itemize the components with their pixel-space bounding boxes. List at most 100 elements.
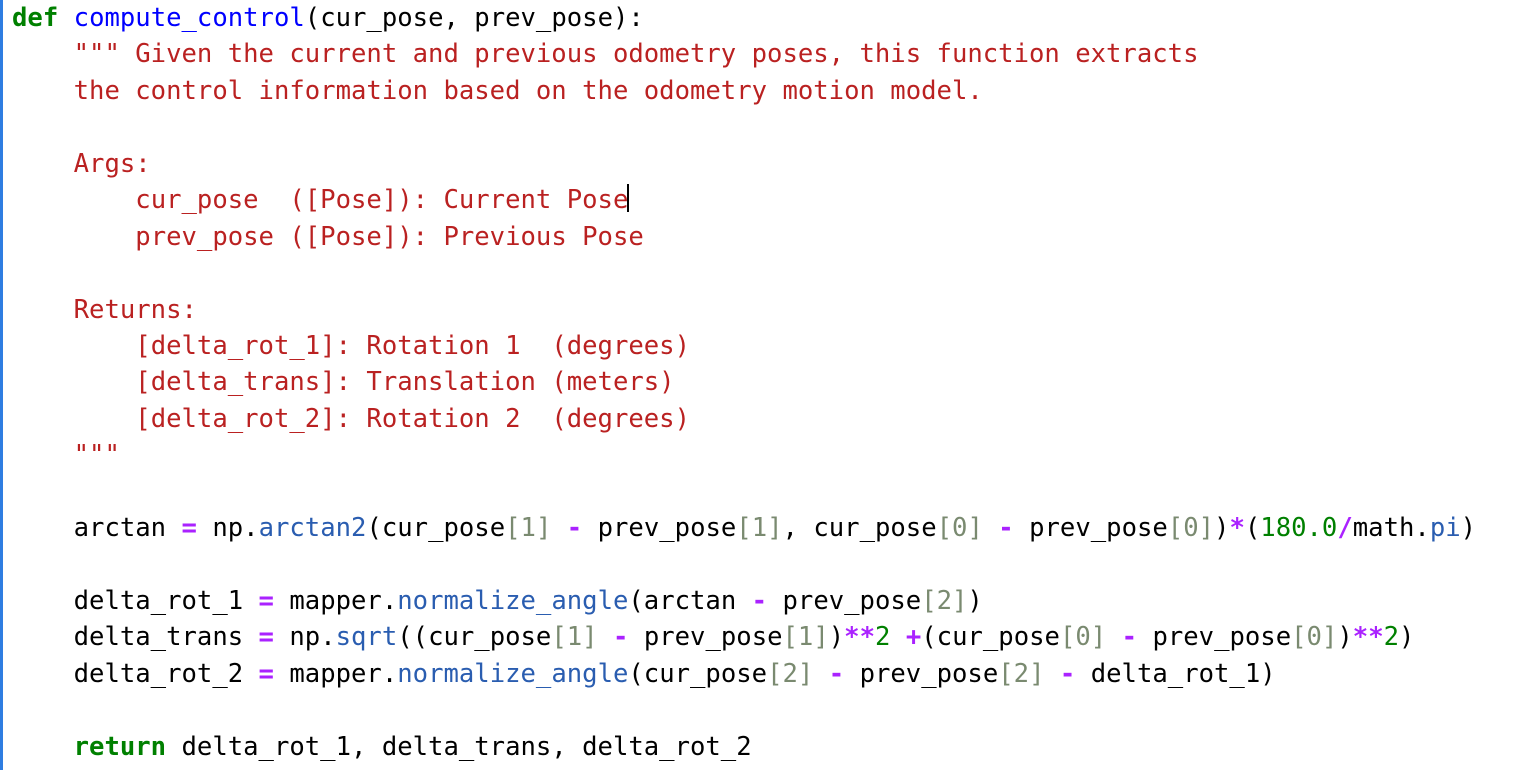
code-token: (cur_pose <box>921 622 1060 653</box>
code-token: prev_pose <box>582 513 737 544</box>
code-token: prev_pose <box>1013 513 1168 544</box>
code-token: ) <box>1214 513 1230 544</box>
code-token-index: [2] <box>767 658 814 689</box>
code-token-operator: = <box>258 622 274 653</box>
code-token: mapper. <box>273 658 398 689</box>
code-token: ) <box>1337 622 1353 653</box>
code-line: arctan = np.arctan2(cur_pose[1] - prev_p… <box>12 510 1476 546</box>
code-token-docstring: """ <box>73 440 120 471</box>
code-token: np. <box>273 622 336 653</box>
code-line <box>12 474 1476 510</box>
code-token: np. <box>196 513 259 544</box>
code-line: def compute_control(cur_pose, prev_pose)… <box>12 0 1476 36</box>
code-line <box>12 255 1476 291</box>
code-token <box>598 622 613 652</box>
code-token-index: [0] <box>1059 622 1107 653</box>
code-token <box>12 149 74 179</box>
code-line: [delta_rot_1]: Rotation 1 (degrees) <box>12 328 1476 364</box>
code-token-docstring: Args: <box>73 148 151 179</box>
code-token <box>1044 659 1059 689</box>
code-token-operator: + <box>905 622 922 653</box>
text-cursor <box>627 184 630 213</box>
code-token-attribute: arctan2 <box>258 513 367 544</box>
code-token <box>12 732 74 762</box>
code-token-index: [1] <box>782 622 829 653</box>
code-token <box>12 222 135 252</box>
code-token-operator: - <box>751 586 768 616</box>
code-token: delta_rot_2 <box>12 658 259 689</box>
code-line: cur_pose ([Pose]): Current Pose <box>12 182 1476 218</box>
code-token-operator: - <box>998 513 1014 544</box>
code-token <box>12 39 74 69</box>
code-token: ) <box>1399 622 1415 653</box>
code-token <box>12 367 135 397</box>
code-line: [delta_rot_2]: Rotation 2 (degrees) <box>12 401 1476 437</box>
code-token-index: [2] <box>998 658 1045 689</box>
code-token-docstring: [delta_rot_1]: Rotation 1 (degrees) <box>135 330 690 361</box>
code-token: mapper. <box>273 586 398 616</box>
code-token <box>12 76 74 106</box>
code-token-index: [0] <box>936 513 983 544</box>
code-token: ) <box>1460 513 1477 544</box>
code-token <box>551 513 566 543</box>
code-token <box>12 404 135 434</box>
code-token-number: 2 <box>875 622 891 653</box>
code-token <box>12 185 135 215</box>
code-area[interactable]: def compute_control(cur_pose, prev_pose)… <box>12 0 1476 765</box>
code-token: (cur_pose <box>366 513 506 544</box>
code-token-attribute: pi <box>1429 513 1461 544</box>
code-token: prev_pose <box>767 586 922 616</box>
code-token-index: [0] <box>1167 513 1215 544</box>
code-token-operator: - <box>1121 622 1138 653</box>
code-token-docstring: Returns: <box>73 294 197 325</box>
code-line: """ Given the current and previous odome… <box>12 36 1476 72</box>
code-token: prev_pose <box>628 622 783 653</box>
code-token: ) <box>967 586 983 616</box>
code-token-number: 2 <box>1383 622 1400 653</box>
code-token: (cur_pose, prev_pose): <box>304 3 644 33</box>
code-token-index: [2] <box>921 586 968 616</box>
code-token-operator: / <box>1337 513 1353 544</box>
code-token-operator: - <box>828 658 845 689</box>
code-token: delta_rot_1 <box>12 586 259 616</box>
code-token-attribute: normalize_angle <box>397 586 629 616</box>
code-token: ( <box>1244 513 1261 544</box>
code-token <box>58 3 73 33</box>
code-token-docstring: cur_pose ([Pose]): Current Pose <box>135 185 629 216</box>
code-token: math. <box>1352 513 1430 544</box>
cell-selection-bar <box>0 0 3 770</box>
code-token: delta_trans <box>12 622 259 653</box>
code-token-index: [1] <box>551 622 598 653</box>
code-line: Args: <box>12 146 1476 182</box>
code-line: [delta_trans]: Translation (meters) <box>12 364 1476 400</box>
code-token <box>983 513 998 543</box>
code-token: delta_rot_1) <box>1075 658 1276 689</box>
code-token-attribute: normalize_angle <box>397 658 629 689</box>
code-token: ) <box>828 622 845 653</box>
code-token-operator: ** <box>844 622 875 653</box>
code-line: the control information based on the odo… <box>12 73 1476 109</box>
code-token-operator: - <box>566 513 583 544</box>
code-token-docstring: [delta_rot_2]: Rotation 2 (degrees) <box>135 403 690 434</box>
code-token: delta_rot_1, delta_trans, delta_rot_2 <box>166 731 752 762</box>
code-token <box>813 659 828 689</box>
code-token-attribute: sqrt <box>335 622 398 653</box>
code-token-operator: - <box>613 622 629 653</box>
code-token-operator: = <box>258 658 274 689</box>
code-token-operator: = <box>181 513 197 544</box>
code-token-operator: - <box>1059 658 1076 689</box>
code-token <box>890 622 905 652</box>
code-token-keyword: def <box>12 3 59 33</box>
code-token: arctan <box>12 513 182 544</box>
code-line <box>12 547 1476 583</box>
code-line: Returns: <box>12 292 1476 328</box>
code-token-keyword: return <box>73 731 167 762</box>
code-line: delta_rot_2 = mapper.normalize_angle(cur… <box>12 656 1476 692</box>
code-token: (arctan <box>628 586 752 616</box>
code-token-operator: * <box>1229 513 1245 544</box>
code-token <box>12 440 74 470</box>
code-line: return delta_rot_1, delta_trans, delta_r… <box>12 729 1476 765</box>
code-line: """ <box>12 437 1476 473</box>
code-line: delta_trans = np.sqrt((cur_pose[1] - pre… <box>12 619 1476 655</box>
